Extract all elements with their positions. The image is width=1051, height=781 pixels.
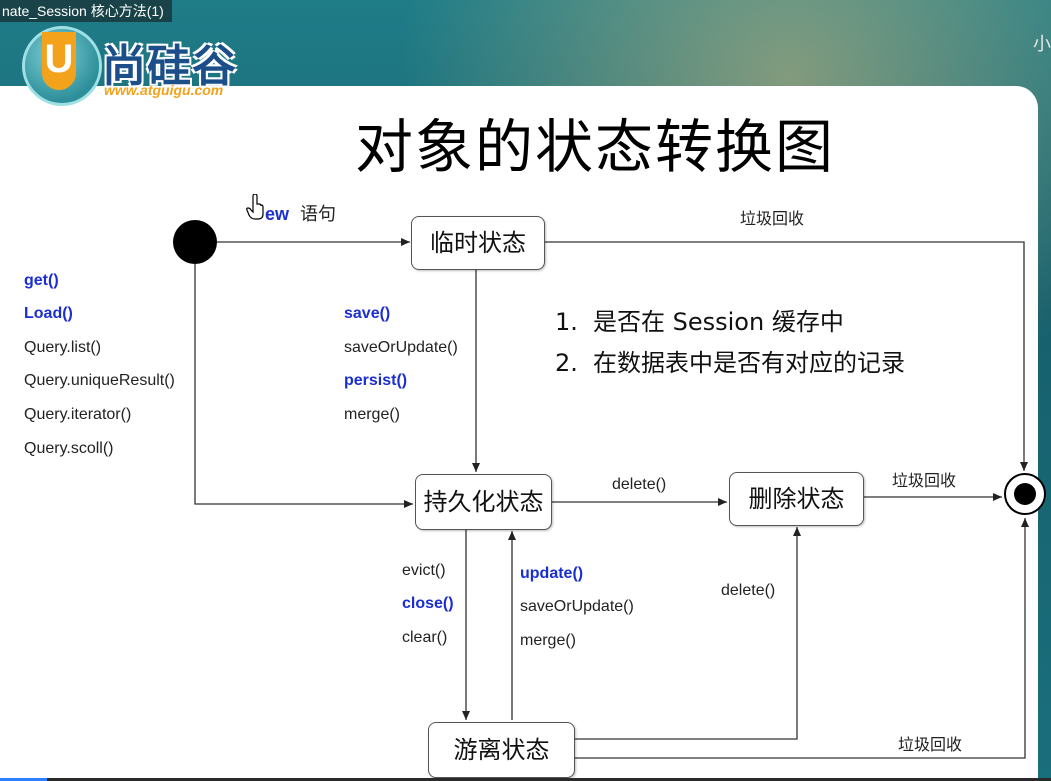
video-progress-fill (0, 778, 48, 781)
delete-label-mid: delete() (612, 476, 667, 493)
initial-node (173, 220, 217, 264)
method-query-list: Query.list() (24, 339, 102, 356)
final-node (1004, 473, 1046, 515)
state-removed: 删除状态 (729, 472, 864, 526)
arrow-start-to-persistent (194, 264, 413, 508)
method-merge-2: merge() (520, 632, 577, 649)
slide-title: 对象的状态转换图 (355, 113, 836, 181)
arrow-detached-to-removed (575, 527, 801, 740)
new-keyword: ew (265, 204, 290, 224)
method-query-iterator: Query.iterator() (24, 406, 132, 423)
notes-list: 1.是否在 Session 缓存中 2.在数据表中是否有对应的记录 (555, 302, 905, 384)
logo-u-icon: U (42, 32, 76, 90)
method-get: get() (24, 272, 59, 289)
method-update: update() (520, 565, 584, 582)
method-clear: clear() (402, 629, 448, 646)
note-item: 1.是否在 Session 缓存中 (555, 308, 844, 336)
arrow-transient-to-end (544, 241, 1028, 471)
method-save-or-update: saveOrUpdate() (344, 339, 458, 356)
gc-label-top: 垃圾回收 (740, 211, 805, 228)
logo-brand-url: www.atguigu.com (104, 82, 224, 98)
video-progress-bar[interactable] (0, 778, 1051, 781)
corner-badge: 小 (1033, 34, 1051, 54)
method-save-or-update-2: saveOrUpdate() (520, 598, 634, 615)
method-load: Load() (24, 305, 73, 322)
gc-label-bottom: 垃圾回收 (898, 737, 963, 754)
gc-label-mid: 垃圾回收 (892, 473, 957, 490)
state-persistent: 持久化状态 (415, 474, 552, 530)
slide-canvas (0, 86, 1038, 781)
arrow-detached-to-end (575, 518, 1029, 759)
method-query-scoll: Query.scoll() (24, 440, 114, 457)
method-merge: merge() (344, 406, 401, 423)
hand-cursor-icon (246, 194, 264, 220)
new-statement-suffix: 语句 (300, 204, 337, 224)
method-query-unique: Query.uniqueResult() (24, 372, 175, 389)
atguigu-logo: U 尚硅谷 www.atguigu.com (22, 26, 282, 106)
state-detached: 游离状态 (428, 722, 575, 778)
method-persist: persist() (344, 372, 408, 389)
method-save: save() (344, 305, 391, 322)
new-statement-label: ew 语句 (265, 200, 336, 226)
note-item: 2.在数据表中是否有对应的记录 (555, 349, 905, 377)
video-title: nate_Session 核心方法(1) (0, 0, 172, 22)
delete-label-low: delete() (721, 582, 776, 599)
method-close: close() (402, 595, 454, 612)
logo-brand-cn: 尚硅谷 (102, 41, 237, 92)
method-evict: evict() (402, 562, 446, 579)
state-transient: 临时状态 (411, 216, 545, 270)
